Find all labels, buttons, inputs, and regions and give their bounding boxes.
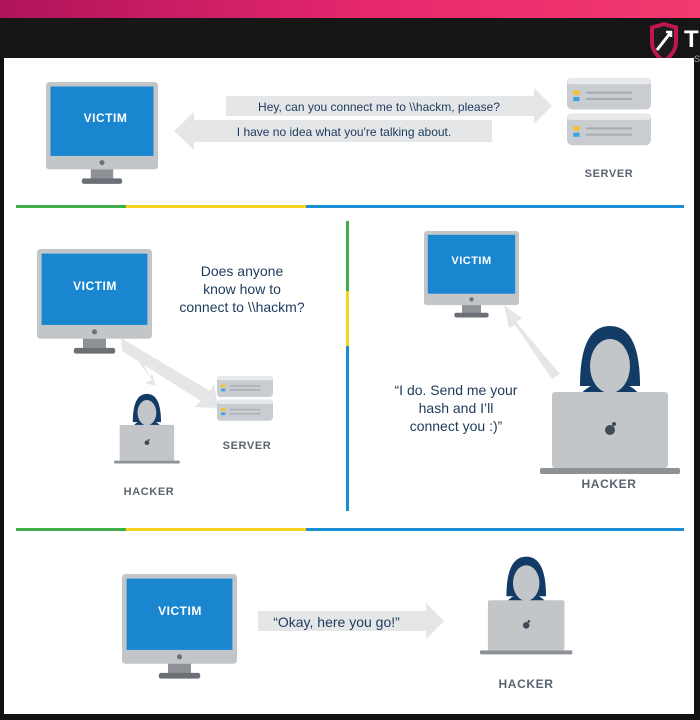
hacker-figure — [114, 393, 180, 464]
victim-label: VICTIM — [73, 279, 117, 293]
divider-1 — [16, 205, 684, 208]
reply-message: I have no idea what you're talking about… — [236, 125, 452, 139]
question-line: know how to — [203, 281, 281, 297]
vertical-divider — [346, 221, 349, 511]
header-band — [0, 18, 700, 58]
hacker-figure — [480, 556, 573, 655]
top-accent-bar — [0, 0, 700, 18]
question-line: Does anyone — [200, 263, 284, 279]
victim-computer — [46, 82, 158, 184]
victim-computer — [122, 574, 237, 679]
victim-to-hacker-arrow — [129, 345, 156, 386]
hacker-figure — [540, 326, 680, 474]
request-arrow — [226, 88, 552, 124]
victim-computer — [37, 249, 152, 354]
logo-letter: T — [684, 26, 699, 53]
offer-line: hash and I’ll — [418, 400, 494, 416]
server-label: SERVER — [584, 168, 634, 180]
victim-to-server-arrow — [121, 338, 218, 408]
victim-computer — [424, 231, 519, 318]
question-line: connect to \\hackm? — [179, 299, 305, 315]
divider-2 — [16, 528, 684, 531]
hacker-label: HACKER — [581, 477, 637, 491]
server-icon — [216, 375, 274, 422]
hacker-label: HACKER — [498, 677, 554, 691]
victim-label: VICTIM — [158, 604, 202, 618]
hacker-label: HACKER — [123, 486, 175, 498]
logo-subtext: S — [694, 54, 700, 64]
handover-message: “Okay, here you go!” — [273, 614, 400, 630]
shield-logo-icon — [650, 22, 678, 63]
victim-label: VICTIM — [83, 111, 128, 125]
handover-arrow — [258, 603, 444, 639]
server-icon — [565, 76, 653, 147]
victim-label: VICTIM — [451, 255, 492, 267]
offer-line: connect you :)” — [409, 418, 503, 434]
diagram-panel: VICTIM Hey, can you connect me to \\hack… — [4, 58, 694, 714]
reply-arrow — [174, 112, 492, 150]
offer-line: “I do. Send me your — [394, 382, 518, 398]
hacker-to-victim-arrow — [504, 305, 560, 379]
server-label: SERVER — [222, 440, 272, 452]
smb-relay-diagram — [16, 76, 684, 679]
request-message: Hey, can you connect me to \\hackm, plea… — [258, 100, 500, 114]
